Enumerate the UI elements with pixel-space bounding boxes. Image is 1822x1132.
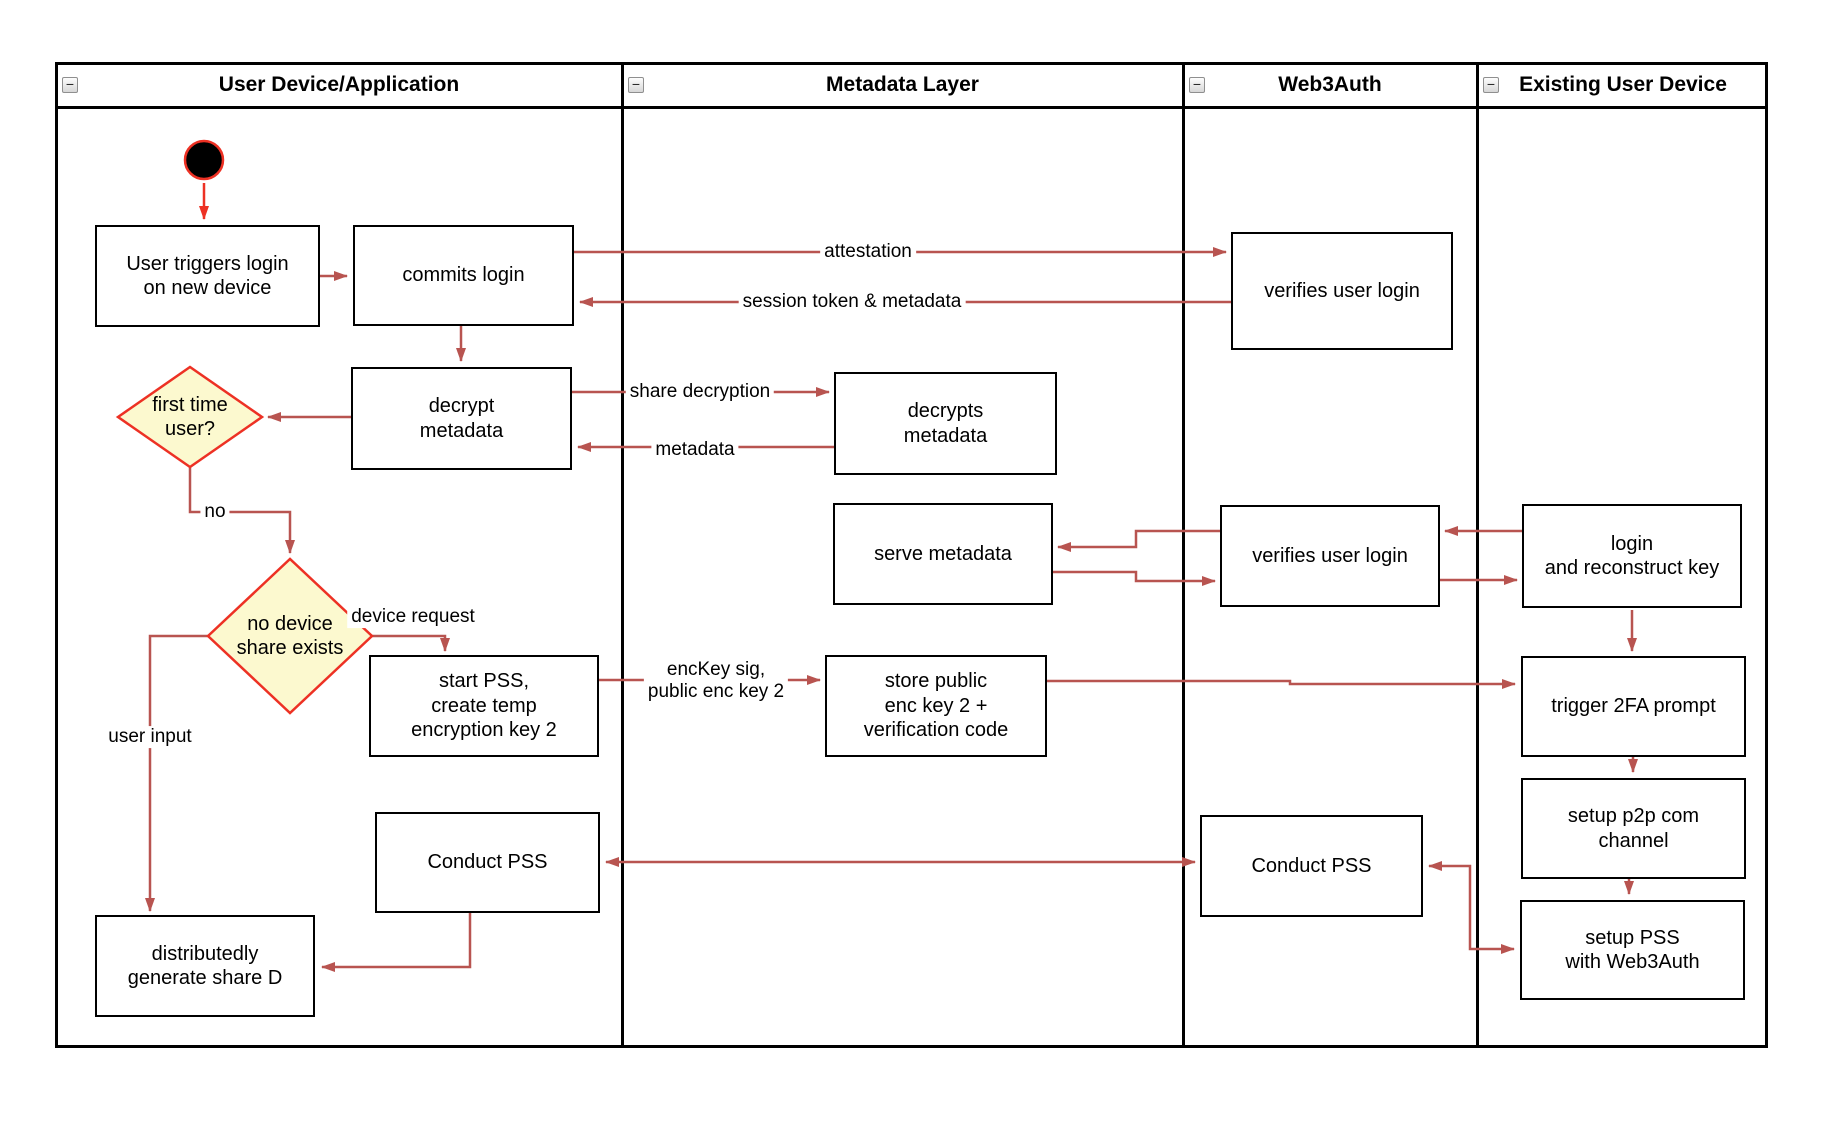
label-no: no [200,501,230,523]
lane-divider-1 [621,62,624,1048]
node-decrypt-metadata[interactable]: decrypt metadata [351,367,572,470]
lane-title: Existing User Device [1519,73,1727,96]
label-share-decryption: share decryption [625,381,775,403]
decision-first-time-user-label: first time user? [152,394,228,440]
lane-divider-3 [1476,62,1479,1048]
node-user-triggers-login[interactable]: User triggers login on new device [95,225,320,327]
node-login-reconstruct-key[interactable]: login and reconstruct key [1522,504,1742,608]
label-metadata: metadata [651,439,739,461]
collapse-icon[interactable]: − [1483,77,1499,93]
lane-header-metadata-layer[interactable]: − Metadata Layer [623,64,1182,106]
lane-title: Web3Auth [1278,73,1382,96]
node-setup-pss[interactable]: setup PSS with Web3Auth [1520,900,1745,1000]
swimlane-frame [55,62,1768,1048]
label-attestation: attestation [820,241,916,263]
label-enckey-sig: encKey sig, public enc key 2 [643,659,789,703]
node-generate-share-d[interactable]: distributedly generate share D [95,915,315,1017]
lane-title: Metadata Layer [826,73,979,96]
collapse-icon[interactable]: − [1189,77,1205,93]
lane-header-existing-user-device[interactable]: − Existing User Device [1478,64,1768,106]
node-conduct-pss-user[interactable]: Conduct PSS [375,812,600,913]
collapse-icon[interactable]: − [62,77,78,93]
label-device-request: device request [347,606,479,628]
decision-no-device-share-label: no device share exists [236,613,344,659]
label-user-input: user input [104,726,196,748]
lane-header-user-device[interactable]: − User Device/Application [57,64,621,106]
node-setup-p2p[interactable]: setup p2p com channel [1521,778,1746,879]
node-decrypts-metadata[interactable]: decrypts metadata [834,372,1057,475]
node-serve-metadata[interactable]: serve metadata [833,503,1053,605]
node-commits-login[interactable]: commits login [353,225,574,326]
lane-divider-2 [1182,62,1185,1048]
lane-title: User Device/Application [218,73,460,96]
node-store-public-enc-key[interactable]: store public enc key 2 + verification co… [825,655,1047,757]
label-session-token: session token & metadata [738,291,966,313]
node-trigger-2fa[interactable]: trigger 2FA prompt [1521,656,1746,757]
node-start-pss[interactable]: start PSS, create temp encryption key 2 [369,655,599,757]
lane-header-web3auth[interactable]: − Web3Auth [1184,64,1476,106]
node-conduct-pss-w3a[interactable]: Conduct PSS [1200,815,1423,917]
collapse-icon[interactable]: − [628,77,644,93]
header-separator [55,106,1768,109]
node-verifies-user-login-mid[interactable]: verifies user login [1220,505,1440,607]
node-verifies-user-login-top[interactable]: verifies user login [1231,232,1453,350]
